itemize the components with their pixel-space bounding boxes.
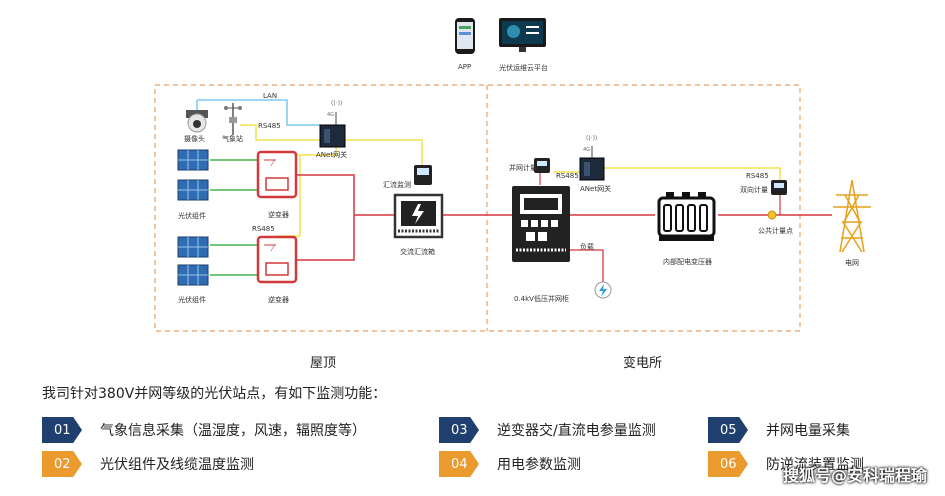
svg-text:⁄: ⁄ — [270, 244, 275, 253]
load-label: 负载 — [580, 243, 594, 251]
ac-power-line — [297, 174, 355, 261]
feature-item: 03 逆变器交/直流电参量监测 — [439, 417, 656, 443]
grid-meter-label: 并网计量 — [509, 164, 537, 172]
svg-text:((·)): ((·)) — [331, 100, 342, 107]
ac-combiner-box-label: 交流汇流箱 — [400, 248, 435, 256]
feature-number-badge: 03 — [439, 417, 479, 443]
pv-panels-group-1 — [177, 149, 209, 201]
intro-text: 我司针对380V并网等级的光伏站点，有如下监测功能： — [42, 386, 387, 402]
system-diagram: ((·)) 4G ⁄ ⁄ — [154, 84, 871, 332]
bidirectional-meter-icon — [771, 180, 787, 195]
grid-meter-icon — [534, 158, 550, 173]
inverter-label-1: 逆变器 — [268, 211, 289, 219]
grid-label: 电网 — [845, 259, 859, 267]
pv-label-2: 光伏组件 — [178, 296, 206, 304]
feature-text: 逆变器交/直流电参量监测 — [497, 423, 656, 439]
feature-item: 04 用电参数监测 — [439, 451, 581, 477]
combiner-meter-icon — [414, 165, 432, 185]
svg-text:4G: 4G — [583, 147, 590, 153]
feature-text: 并网电量采集 — [766, 423, 850, 439]
lan-line — [197, 99, 320, 126]
camera-label: 摄像头 — [184, 135, 205, 143]
inverter-1-icon: ⁄ — [256, 150, 298, 199]
cloud-platform-label: 光伏运维云平台 — [499, 64, 548, 72]
lan-label: LAN — [263, 92, 278, 100]
feature-number-badge: 01 — [42, 417, 82, 443]
site-boundary — [154, 84, 801, 332]
lv-cabinet-icon — [512, 186, 570, 262]
ac-combiner-box-icon — [393, 193, 444, 239]
load-icon — [594, 281, 612, 299]
feature-number-badge: 04 — [439, 451, 479, 477]
substation-section-label: 变电所 — [623, 356, 663, 371]
gateway-substation-icon: ((·)) 4G — [579, 135, 605, 181]
pv-label-1: 光伏组件 — [178, 212, 206, 220]
svg-text:((·)): ((·)) — [586, 135, 597, 142]
phone-app-icon — [455, 18, 475, 54]
gateway-substation-label: ANet网关 — [580, 185, 612, 193]
feature-text: 光伏组件及线缆温度监测 — [100, 457, 254, 473]
transformer-label: 内部配电变压器 — [663, 258, 712, 266]
app-label: APP — [458, 63, 472, 71]
feature-number-badge: 06 — [708, 451, 748, 477]
rs485-label-right: RS485 — [746, 172, 769, 180]
transformer-icon — [657, 192, 716, 241]
svg-text:⁄: ⁄ — [270, 159, 275, 168]
monitor-cloud-platform-icon — [499, 18, 546, 52]
rooftop-section-label: 屋顶 — [310, 356, 337, 371]
feature-text: 气象信息采集（温湿度，风速，辐照度等） — [100, 423, 366, 439]
inverter-2-icon: ⁄ — [256, 235, 298, 284]
rs485-line-weather — [240, 124, 320, 141]
feature-item: 05 并网电量采集 — [708, 417, 850, 443]
rs485-label-mid: RS485 — [252, 225, 275, 233]
gateway-rooftop-label: ANet网关 — [316, 151, 348, 159]
public-metering-point-icon — [767, 210, 777, 220]
bidirectional-meter-label: 双向计量 — [740, 186, 768, 194]
rs485-label-left: RS485 — [556, 172, 579, 180]
feature-item: 02 光伏组件及线缆温度监测 — [42, 451, 254, 477]
svg-text:4G: 4G — [327, 112, 334, 118]
feature-text: 防逆流装置监测 — [766, 457, 864, 473]
lv-cabinet-label: 0.4kV低压并网柜 — [514, 295, 569, 303]
feature-item: 01 气象信息采集（温湿度，风速，辐照度等） — [42, 417, 366, 443]
pv-panels-group-2 — [177, 236, 209, 286]
camera-icon — [186, 110, 208, 133]
power-tower-icon — [833, 179, 871, 253]
watermark: 搜狐号@安科瑞程瑜 — [782, 466, 927, 485]
rs485-line-combiner — [345, 139, 423, 165]
inverter-label-2: 逆变器 — [268, 296, 289, 304]
feature-number-badge: 05 — [708, 417, 748, 443]
gateway-rooftop-icon: ((·)) 4G — [319, 100, 346, 148]
rs485-label-top: RS485 — [258, 122, 281, 130]
feature-item: 06 防逆流装置监测 — [708, 451, 864, 477]
feature-text: 用电参数监测 — [497, 457, 581, 473]
feature-number-badge: 02 — [42, 451, 82, 477]
weather-station-label: 气象站 — [222, 135, 243, 143]
combiner-meter-label: 汇流监测 — [383, 181, 411, 189]
weather-station-icon — [224, 103, 242, 135]
public-metering-point-label: 公共计量点 — [758, 227, 793, 235]
